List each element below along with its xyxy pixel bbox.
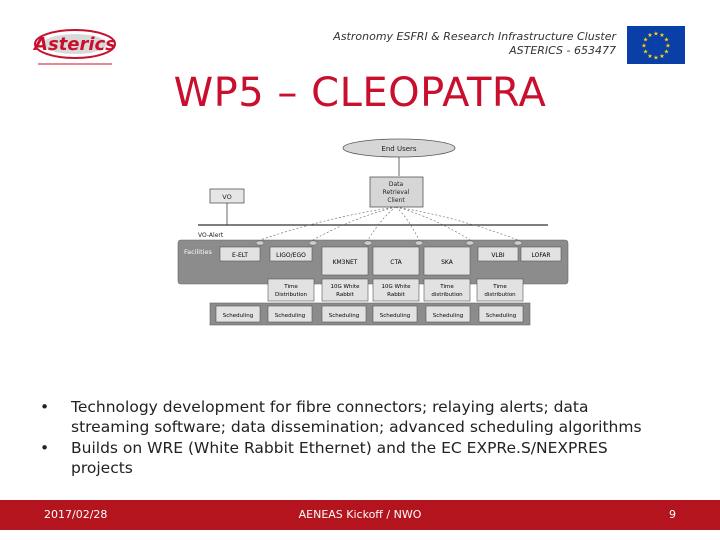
bullet-list: Technology development for fibre connect… — [40, 397, 700, 479]
data-client-line-1: Data — [389, 181, 404, 188]
timing-2-line-2: Rabbit — [336, 292, 355, 298]
bullet-item: Builds on WRE (White Rabbit Ethernet) an… — [40, 438, 700, 478]
slide-title: WP5 – CLEOPATRA — [173, 70, 547, 116]
footer-event: AENEAS Kickoff / NWO — [298, 508, 422, 521]
eu-star-icon: ★ — [653, 55, 658, 62]
logo-wordmark: Asterics — [32, 34, 116, 55]
bullet-1-line-1: Technology development for fibre connect… — [71, 398, 589, 416]
timing-5-line-1: Time — [492, 284, 507, 290]
scheduling-5: Scheduling — [433, 313, 463, 319]
facility-vlbi: VLBI — [491, 252, 505, 259]
eu-star-icon: ★ — [647, 53, 652, 60]
facility-km3net: KM3NET — [333, 259, 358, 266]
header-text: Astronomy ESFRI & Research Infrastructur… — [333, 30, 616, 58]
facility-ligo: LIGO/EGO — [276, 252, 306, 259]
scheduling-1: Scheduling — [223, 313, 253, 319]
disk-icon — [465, 240, 475, 246]
timing-2-line-1: 10G White — [330, 284, 360, 290]
timing-1-line-2: Distribution — [275, 292, 308, 298]
scheduling-4: Scheduling — [380, 313, 410, 319]
data-client-line-3: Client — [387, 197, 405, 204]
eu-star-icon: ★ — [664, 37, 669, 44]
data-flow-line — [395, 206, 471, 241]
timing-1-line-1: Time — [283, 284, 298, 290]
scheduling-6: Scheduling — [486, 313, 516, 319]
eu-star-icon: ★ — [643, 49, 648, 56]
disk-icon — [308, 240, 318, 246]
header-line-2: ASTERICS - 653477 — [509, 44, 616, 57]
data-flow-line — [367, 206, 397, 241]
eu-star-icon: ★ — [641, 43, 646, 50]
data-retrieval-client-node — [369, 176, 424, 208]
footer-bar: 2017/02/28 AENEAS Kickoff / NWO 9 — [0, 500, 720, 530]
eu-flag-icon: ★★★★★★★★★★★★ — [627, 26, 685, 64]
timing-3-line-2: Rabbit — [387, 292, 406, 298]
data-flow-line — [395, 206, 420, 241]
facility-cta: CTA — [390, 259, 402, 266]
disk-icon — [255, 240, 265, 246]
end-users-label: End Users — [381, 145, 416, 153]
facility-ska: SKA — [441, 259, 454, 266]
facility-e-elt: E-ELT — [232, 252, 248, 259]
eu-star-icon: ★ — [659, 53, 664, 60]
scheduling-3: Scheduling — [329, 313, 359, 319]
bullet-2-line-1: Builds on WRE (White Rabbit Ethernet) an… — [71, 439, 608, 457]
timing-4-line-2: distribution — [431, 292, 463, 298]
architecture-diagram: End Users Data Retrieval Client VO VO-Al… — [170, 137, 570, 337]
eu-star-icon: ★ — [665, 43, 670, 50]
data-client-line-2: Retrieval — [383, 189, 410, 196]
asterics-logo: Asterics — [30, 22, 120, 70]
timing-5-line-2: distribution — [484, 292, 516, 298]
vo-alert-label: VO-Alert — [198, 232, 224, 239]
eu-star-icon: ★ — [647, 32, 652, 39]
bullet-2-line-2: projects — [71, 459, 133, 477]
timing-4-line-1: Time — [439, 284, 454, 290]
disk-icon — [414, 240, 424, 246]
disk-icon — [363, 240, 373, 246]
facility-lofar: LOFAR — [531, 252, 550, 259]
scheduling-2: Scheduling — [275, 313, 305, 319]
timing-3-line-1: 10G White — [381, 284, 411, 290]
vo-label: VO — [222, 193, 231, 201]
data-flow-line — [259, 206, 397, 241]
data-flow-line — [395, 206, 519, 241]
bullet-item: Technology development for fibre connect… — [40, 397, 700, 437]
eu-star-icon: ★ — [653, 31, 658, 38]
bullet-1-line-2: streaming software; data dissemination; … — [71, 418, 642, 436]
eu-star-icon: ★ — [664, 49, 669, 56]
disk-icon — [513, 240, 523, 246]
page-number: 9 — [669, 508, 676, 521]
header-line-1: Astronomy ESFRI & Research Infrastructur… — [333, 30, 616, 43]
data-flow-line — [312, 206, 397, 241]
footer-date: 2017/02/28 — [44, 508, 108, 521]
eu-star-icon: ★ — [643, 37, 648, 44]
facilities-label: Facilities — [184, 248, 212, 256]
eu-star-icon: ★ — [659, 32, 664, 39]
